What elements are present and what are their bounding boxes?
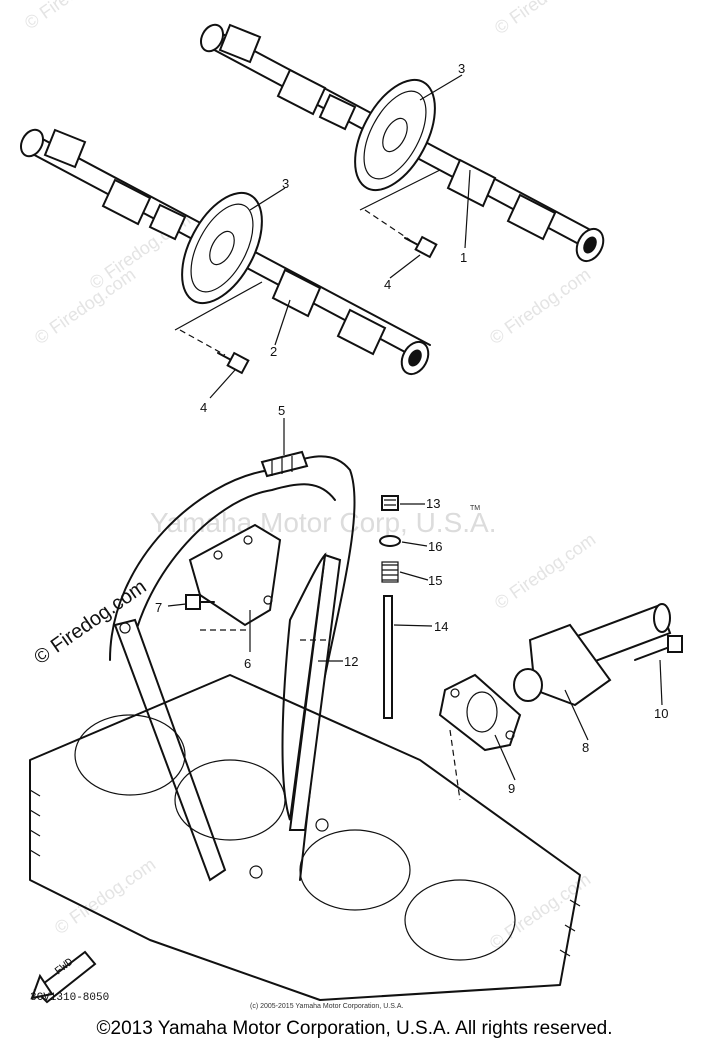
callout-8: 8 xyxy=(582,740,589,755)
callouts: 3 3 1 2 4 4 5 13 16 15 14 7 6 12 10 8 9 xyxy=(155,61,668,796)
callout-leaders xyxy=(167,74,663,781)
callout-12: 12 xyxy=(344,654,358,669)
watermark-yamaha: Yamaha Motor Corp, U.S.A. xyxy=(150,507,497,538)
small-copyright: (c) 2005-2015 Yamaha Motor Corporation, … xyxy=(250,1003,403,1010)
callout-10: 10 xyxy=(654,706,668,721)
watermark-tm: TM xyxy=(470,505,480,512)
callout-1: 1 xyxy=(460,250,467,265)
watermark-layer: © Firedog.com © Firedog.com © Firedog.co… xyxy=(21,0,599,953)
chain-guide-front xyxy=(281,552,342,832)
watermark-firedog-4: © Firedog.com xyxy=(486,264,594,348)
footer-copyright: ©2013 Yamaha Motor Corporation, U.S.A. A… xyxy=(96,1018,613,1039)
callout-4-lower: 4 xyxy=(200,400,207,415)
cam-chain xyxy=(109,455,356,881)
alignment-line-guide xyxy=(200,629,330,641)
callout-16: 16 xyxy=(428,539,442,554)
sprocket-bolt-upper xyxy=(364,209,438,259)
callout-2: 2 xyxy=(270,344,277,359)
callout-13: 13 xyxy=(426,496,440,511)
callout-6: 6 xyxy=(244,656,251,671)
callout-9: 9 xyxy=(508,781,515,796)
callout-14: 14 xyxy=(434,619,448,634)
watermark-firedog-2: © Firedog.com xyxy=(491,0,599,38)
leader-bracket xyxy=(174,169,441,331)
cam-sprocket-upper xyxy=(354,78,436,192)
bolt-7 xyxy=(185,594,215,610)
callout-3-upper: 3 xyxy=(458,61,465,76)
callout-3-lower: 3 xyxy=(282,176,289,191)
watermark-firedog-6: © Firedog.com xyxy=(491,529,599,613)
tensioner-bolt-13 xyxy=(381,495,399,511)
cam-sprocket-lower xyxy=(181,191,263,305)
gasket-9 xyxy=(438,673,522,752)
push-rod-14 xyxy=(383,595,393,719)
spring-15 xyxy=(381,561,399,583)
alignment-line-gasket xyxy=(449,729,461,801)
camshaft-intake xyxy=(19,128,431,376)
chain-master-link xyxy=(260,450,309,478)
tensioner-assembly xyxy=(513,603,672,707)
callout-7: 7 xyxy=(155,600,162,615)
fwd-arrow: FWD xyxy=(30,950,97,1004)
watermark-firedog-1: © Firedog.com xyxy=(21,0,129,33)
diagram-part-number: 3CV1310-8050 xyxy=(30,992,109,1004)
bolt-10 xyxy=(634,635,683,661)
callout-4-upper: 4 xyxy=(384,277,391,292)
washer-16 xyxy=(379,535,401,547)
callout-5: 5 xyxy=(278,403,285,418)
cylinder-head xyxy=(29,674,581,1001)
callout-15: 15 xyxy=(428,573,442,588)
watermark-firedog-7: © Firedog.com xyxy=(51,854,159,938)
sprocket-bolt-lower xyxy=(179,329,250,375)
chain-guide-rear xyxy=(113,618,263,882)
chain-guide-stopper xyxy=(188,523,282,627)
